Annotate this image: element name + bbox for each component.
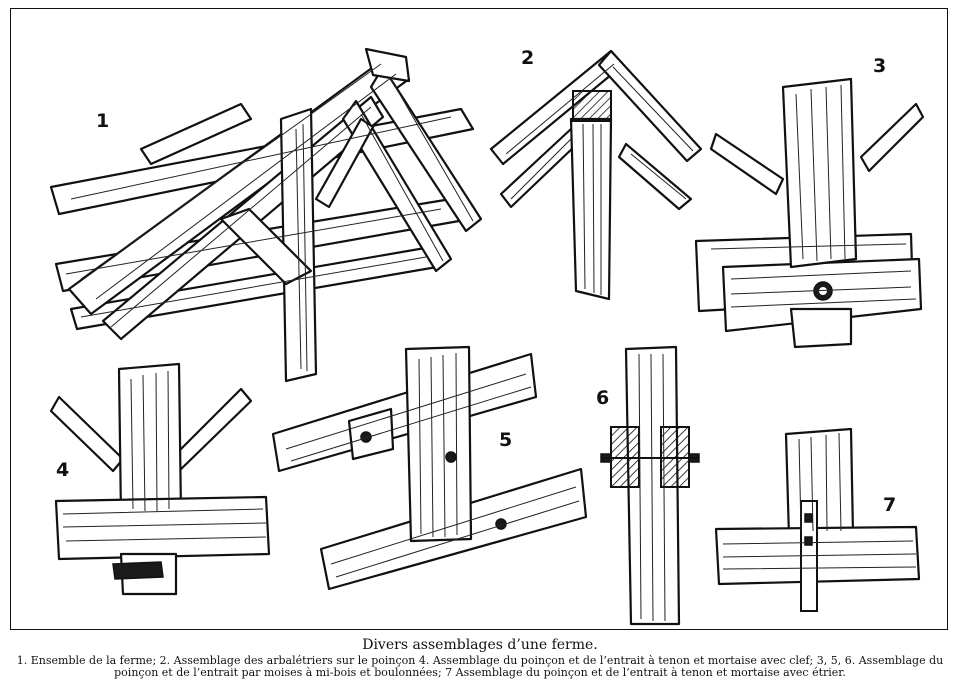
caption-title: Divers assemblages d’une ferme. [362,637,598,653]
figure-3-bolted-tie-beam [694,77,925,349]
figure-4-mortise-tenon-key [49,362,271,596]
figure-label-4: 4 [56,459,69,481]
figure-label-7: 7 [883,494,896,516]
figure-1-truss [49,47,483,383]
figure-label-6: 6 [596,387,609,409]
figure-5-half-lap-joint [271,345,588,591]
figure-label-5: 5 [499,429,512,451]
figure-label-2: 2 [521,47,534,69]
figure-7-mortise-tenon-stirrup [714,427,921,612]
figure-6-bolted-clamp-section [600,345,700,626]
figure-frame: 1 2 3 4 5 6 7 [10,8,948,630]
caption-text: 1. Ensemble de la ferme; 2. Assemblage d… [16,654,944,679]
carpentry-illustration: 1 2 3 4 5 6 7 [49,47,925,626]
figure-label-1: 1 [96,110,109,132]
figure-label-3: 3 [873,55,886,77]
figure-2-rafters-on-king-post [489,49,703,301]
